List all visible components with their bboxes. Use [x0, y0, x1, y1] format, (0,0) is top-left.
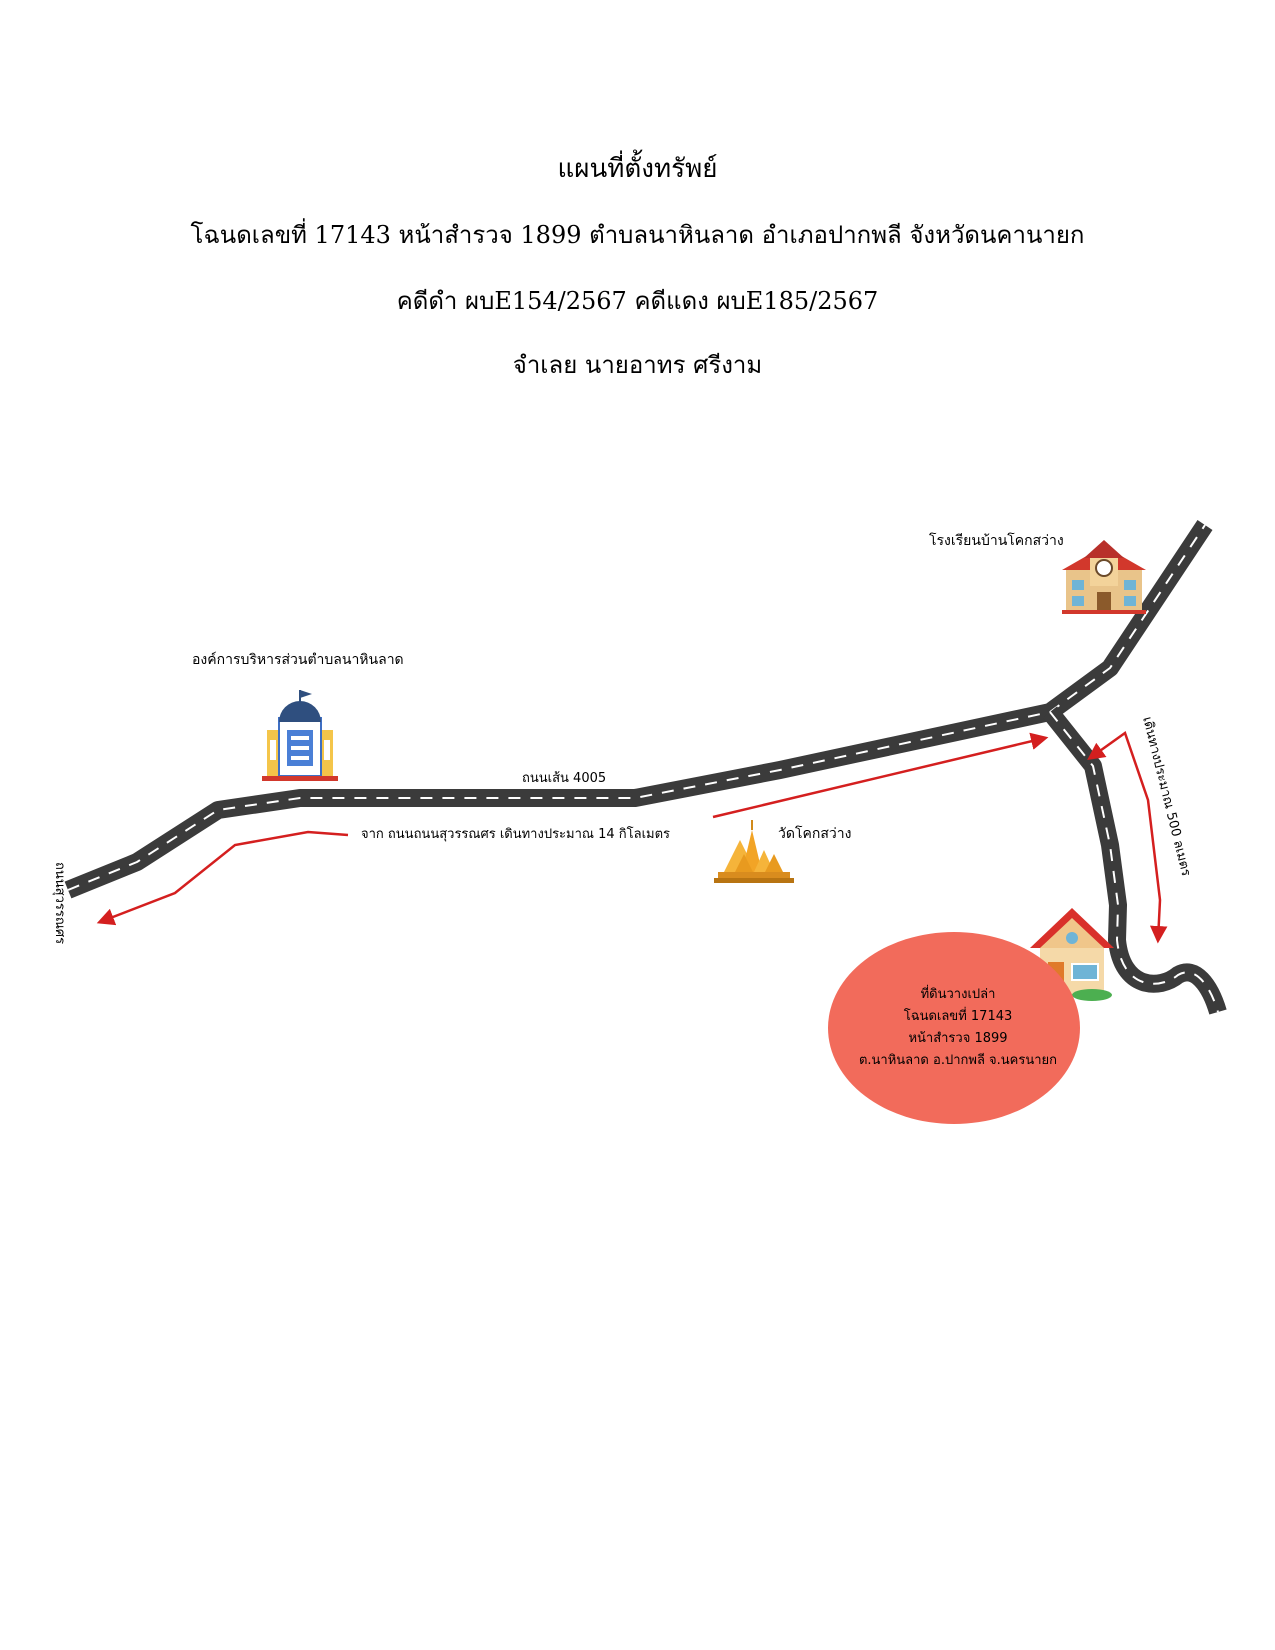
temple-label: วัดโคกสว่าง [778, 825, 851, 842]
deed-line: โฉนดเลขที่ 17143 หน้าสำรวจ 1899 ตำบลนาหิ… [190, 221, 1085, 249]
temple-icon [714, 820, 794, 883]
case-line: คดีดำ ผบE154/2567 คดีแดง ผบE185/2567 [396, 287, 879, 315]
plot-line-2: โฉนดเลขที่ 17143 [904, 1007, 1013, 1024]
main-road-label: ถนนเส้น 4005 [522, 771, 606, 786]
route-arrow-branch [1087, 731, 1168, 944]
sao-label: องค์การบริหารส่วนตำบลนาหินลาด [192, 651, 404, 668]
route-arrow-left [96, 830, 349, 926]
government-building-icon [262, 690, 338, 781]
school-label: โรงเรียนบ้านโคกสว่าง [929, 532, 1064, 549]
plot-line-1: ที่ดินวางเปล่า [921, 985, 996, 1002]
main-direction-label: จาก ถนนถนนสุวรรณศร เดินทางประมาณ 14 กิโล… [361, 826, 670, 842]
plot-line-4: ต.นาหินลาด อ.ปากพลี จ.นครนายก [859, 1052, 1057, 1068]
defendant-line: จำเลย นายอาทร ศรีงาม [512, 351, 763, 379]
school-icon [1062, 540, 1146, 614]
main-road [64, 520, 1213, 899]
plot-line-3: หน้าสำรวจ 1899 [908, 1031, 1007, 1046]
page-title: แผนที่ตั้งทรัพย์ [557, 154, 718, 184]
left-road-label: ถนนสุวรรณศร [52, 862, 67, 944]
property-plot-area [828, 932, 1080, 1124]
route-arrow-main [712, 732, 1049, 819]
